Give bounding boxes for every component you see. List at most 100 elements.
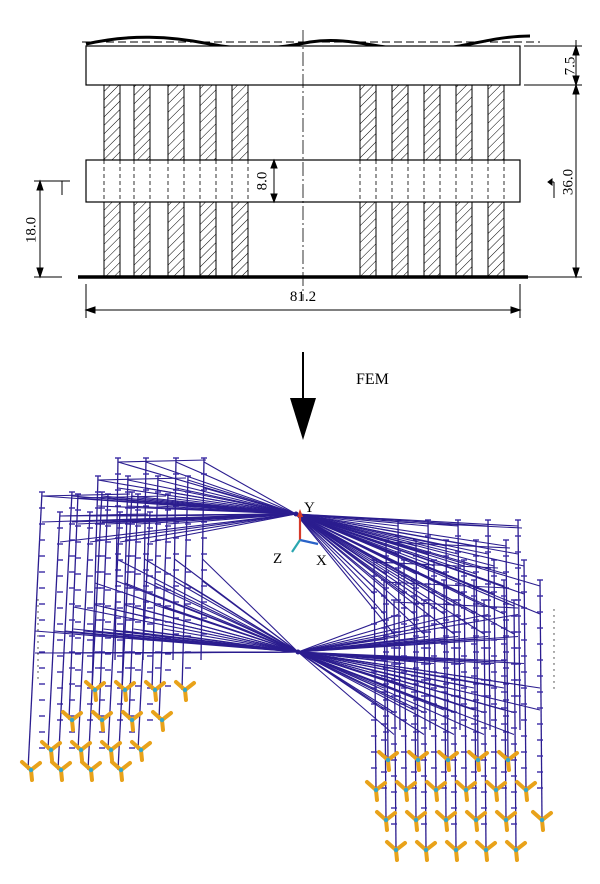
column-lower — [231, 201, 249, 278]
rigid-link-top — [295, 513, 515, 635]
spring-element — [385, 840, 407, 862]
edge-dot — [553, 663, 555, 665]
spring-element — [20, 760, 42, 782]
mesh-column — [517, 519, 521, 731]
edge-dot — [37, 629, 39, 631]
mesh-top-edge — [117, 459, 207, 463]
rigid-link-top — [295, 513, 385, 615]
mesh-top-edge — [41, 493, 131, 497]
rigid-link-mid — [124, 630, 299, 653]
rigid-link-mid — [297, 651, 541, 711]
rigid-link-top — [295, 513, 455, 635]
mesh-column — [383, 579, 387, 821]
rigid-link-mid — [184, 582, 299, 653]
rigid-link-mid — [297, 651, 425, 735]
column-upper — [199, 84, 217, 161]
spring-element — [70, 740, 92, 762]
spring-element — [495, 810, 517, 832]
edge-dot — [553, 657, 555, 659]
mesh-column — [445, 539, 449, 761]
spring-element — [435, 810, 457, 832]
mesh-column — [473, 579, 477, 821]
rigid-link-top — [295, 513, 507, 547]
dim-middle-gap-label: 8.0 — [254, 172, 270, 191]
spring-elements — [20, 680, 553, 862]
spring-element — [467, 750, 489, 772]
rigid-link-top — [295, 513, 515, 607]
rigid-link-mid — [103, 606, 299, 653]
spring-element — [485, 780, 507, 802]
rigid-link-top — [295, 513, 485, 635]
mesh-column — [487, 519, 491, 731]
rigid-link-top — [131, 495, 297, 515]
edge-dot — [37, 605, 39, 607]
spring-element — [455, 780, 477, 802]
rigid-link-mid — [297, 613, 429, 653]
spring-element — [151, 710, 173, 732]
edge-dot — [37, 653, 39, 655]
column-upper — [103, 84, 121, 161]
fem-label: FEM — [356, 371, 389, 388]
rigid-link-mid — [154, 582, 299, 653]
rigid-link-top — [203, 461, 297, 515]
spring-element — [407, 750, 429, 772]
edge-dot — [553, 633, 555, 635]
spring-element — [395, 780, 417, 802]
column-upper — [487, 84, 505, 161]
rigid-link-mid — [94, 630, 299, 653]
left-dimension — [34, 179, 70, 279]
dim-left-height-label: 18.0 — [23, 217, 39, 243]
rigid-link-top — [175, 461, 297, 515]
column-lower — [133, 201, 151, 278]
rigid-link-mid — [297, 651, 505, 689]
rigid-node-top — [293, 511, 299, 517]
rigid-link-top — [295, 513, 505, 587]
rigid-link-mid — [297, 651, 475, 689]
column-upper — [133, 84, 151, 161]
column-upper — [455, 84, 473, 161]
mesh-top-edge — [385, 541, 511, 549]
column-lower — [103, 201, 121, 278]
dim-top-height-label: 7.5 — [562, 57, 578, 76]
rigid-link-top — [295, 513, 541, 587]
rigid-link-top — [117, 487, 297, 515]
spring-element — [425, 780, 447, 802]
edge-dot — [37, 623, 39, 625]
spring-element — [375, 810, 397, 832]
edge-dot — [553, 621, 555, 623]
mesh-column — [385, 539, 389, 761]
column-upper — [167, 84, 185, 161]
mesh-column — [493, 559, 497, 791]
mesh-top-edge — [97, 477, 187, 481]
rigid-link-top — [97, 479, 297, 515]
rigid-link-mid — [297, 651, 455, 735]
column-upper — [231, 84, 249, 161]
spring-element — [405, 810, 427, 832]
right-section-marker — [547, 178, 555, 198]
rigid-link-top — [295, 513, 455, 607]
edge-dot — [37, 647, 39, 649]
spring-element — [121, 710, 143, 732]
spring-element — [475, 840, 497, 862]
edge-dot — [37, 617, 39, 619]
spring-element — [80, 760, 102, 782]
dim-width-label: 81.2 — [290, 289, 316, 305]
rigid-link-top — [295, 513, 415, 615]
rigid-link-mid — [73, 606, 299, 653]
mesh-column — [413, 579, 417, 821]
rigid-link-mid — [202, 558, 299, 653]
rigid-node-mid — [295, 649, 301, 655]
column-lower — [487, 201, 505, 278]
rigid-link-top — [295, 513, 485, 607]
mesh-column — [403, 559, 407, 791]
rigid-link-top — [131, 513, 297, 523]
rigid-link-top — [295, 513, 375, 595]
edge-dot — [553, 645, 555, 647]
rubber-columns — [103, 84, 505, 278]
coordinate-triad — [291, 509, 319, 553]
mesh-top-edge — [397, 521, 523, 529]
rigid-link-top — [295, 513, 525, 567]
rigid-link-mid — [202, 580, 299, 653]
rigid-link-mid — [297, 651, 395, 735]
